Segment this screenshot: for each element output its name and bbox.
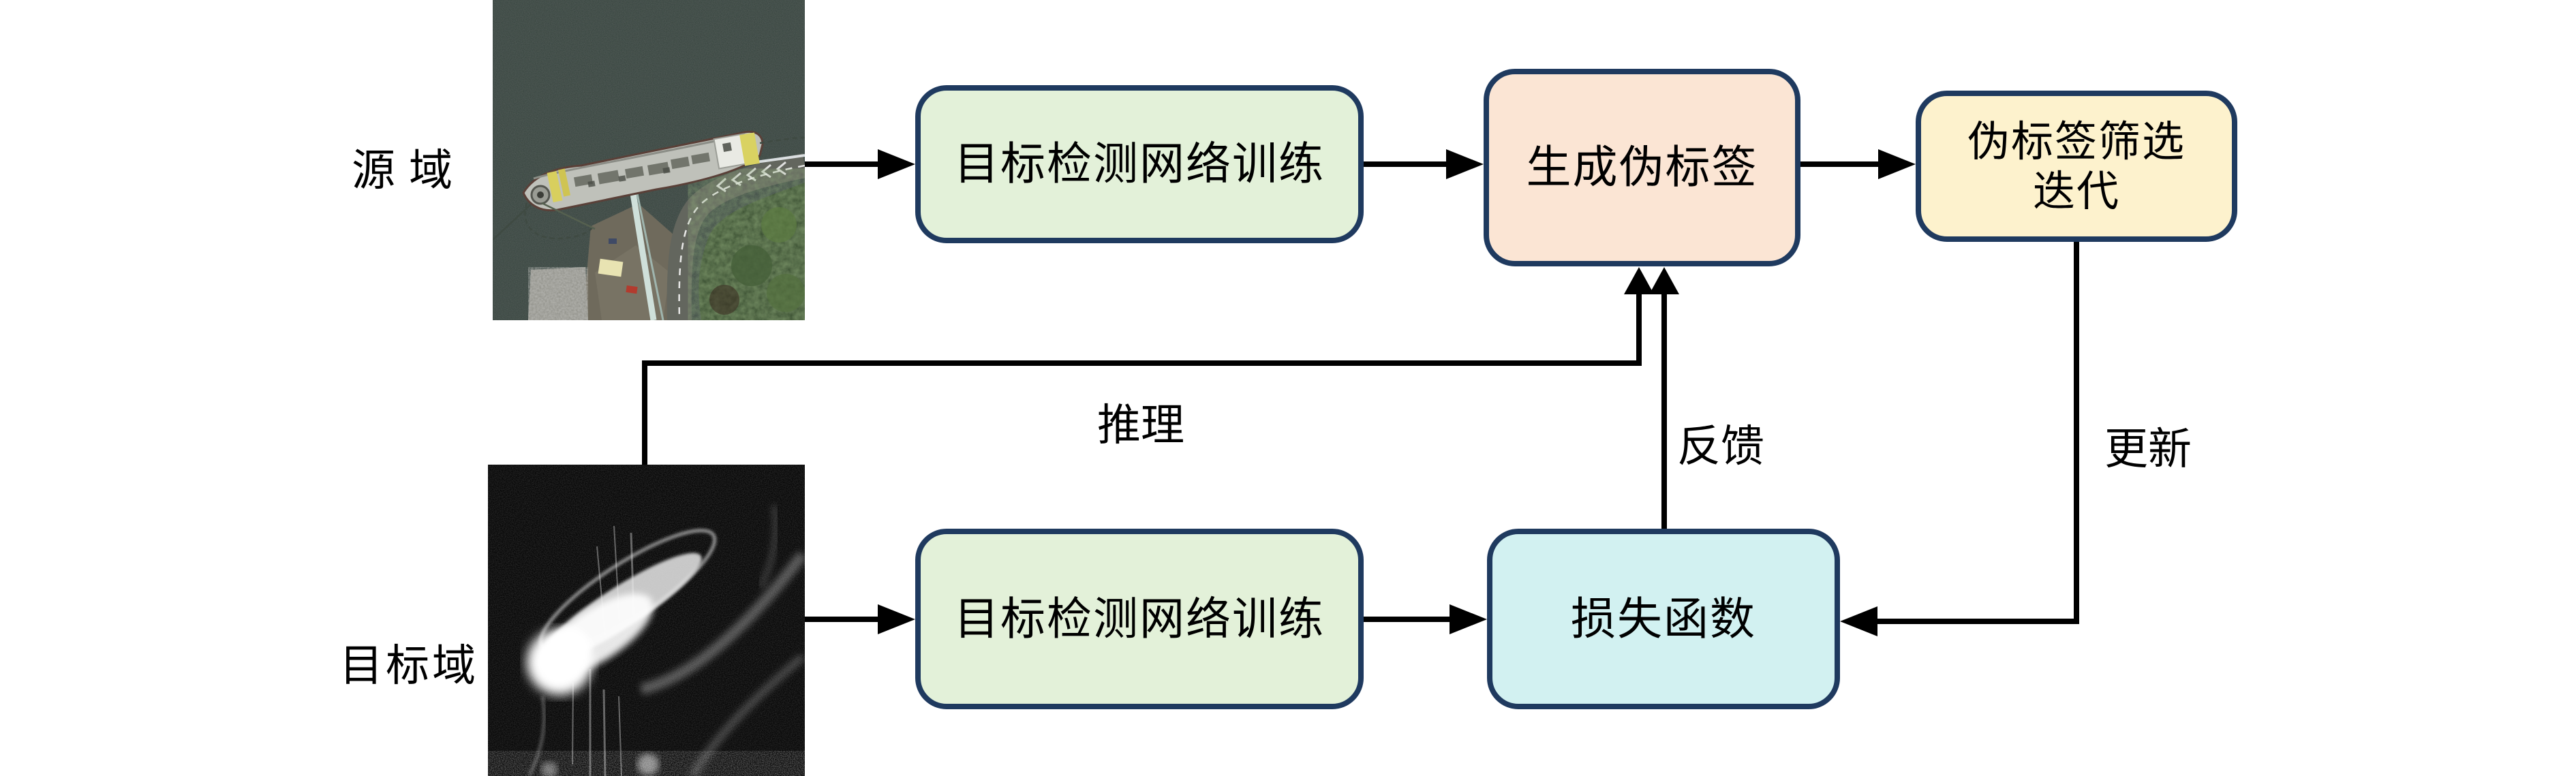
dock-building [598,258,624,277]
optical-satellite-ship-photo [493,0,805,320]
breakwater [528,267,588,320]
node-label: 损失函数 [1571,592,1756,645]
node-train-detection-network-target: 目标检测网络训练 [915,529,1364,709]
road-chevrons [716,161,786,193]
target-domain-label: 目标域 [339,641,478,692]
update-edge-label: 更新 [2104,424,2192,475]
sar-clutter [488,696,805,776]
node-label-line2: 迭代 [2032,166,2120,216]
target-domain-sar-image [488,465,805,776]
boom-lines [493,202,596,240]
node-pseudo-label-filter-iteration: 伪标签筛选 迭代 [1916,91,2237,242]
node-label: 目标检测网络训练 [954,592,1325,645]
node-label-line1: 伪标签筛选 [1967,116,2186,166]
node-generate-pseudo-labels: 生成伪标签 [1484,69,1800,266]
edge-train-target-to-loss [1364,604,1487,634]
source-domain-optical-image [493,0,805,320]
edge-train-source-to-pseudo [1364,149,1484,179]
edge-feedback-loss-to-pseudo [1649,267,1679,529]
inference-edge-label: 推理 [1097,401,1184,451]
node-label: 生成伪标签 [1526,141,1758,194]
source-domain-label: 源域 [352,146,466,196]
node-loss-function: 损失函数 [1487,529,1840,709]
node-label: 目标检测网络训练 [954,138,1325,191]
edge-pseudo-to-filter [1800,149,1916,179]
edge-update-filter-to-loss [1840,239,2079,636]
sar-ship-signature [527,529,717,695]
edge-source-image-to-train-source [805,149,915,179]
edge-target-image-to-train-target [805,604,915,634]
sar-ship-image [488,465,805,776]
ship [522,130,764,212]
feedback-edge-label: 反馈 [1677,422,1764,472]
node-train-detection-network-source: 目标检测网络训练 [915,85,1364,243]
